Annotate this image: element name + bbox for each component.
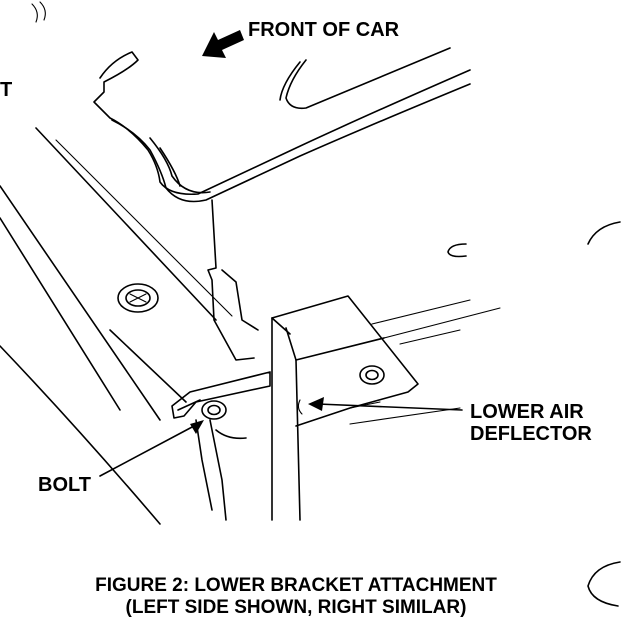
frame-rails: [0, 127, 233, 525]
partial-left-label: T: [0, 79, 12, 101]
front-of-car-label: FRONT OF CAR: [248, 19, 400, 41]
callout-lines: [99, 397, 463, 477]
caption-line1: FIGURE 2: LOWER BRACKET ATTACHMENT: [95, 575, 497, 596]
bracket-bolt-icon: [201, 400, 227, 420]
upper-body-panel: [93, 51, 471, 203]
bolt-label: BOLT: [38, 474, 91, 496]
lower-bracket: [171, 371, 271, 419]
lower-air-deflector: [271, 295, 419, 521]
front-arrow-icon: [202, 30, 244, 58]
bracket-lower-edges: [195, 419, 247, 521]
corner-marks: [31, 1, 46, 23]
lower-air-deflector-label-line2: DEFLECTOR: [470, 423, 592, 445]
right-structure-lines: [349, 299, 501, 425]
lower-air-deflector-label-line1: LOWER AIR: [470, 401, 584, 423]
caption-line2: (LEFT SIDE SHOWN, RIGHT SIMILAR): [126, 597, 467, 618]
inner-rib: [279, 47, 451, 110]
center-tab: [207, 199, 259, 361]
right-arcs: [447, 221, 621, 607]
rail-bolt-icon: [117, 283, 159, 313]
